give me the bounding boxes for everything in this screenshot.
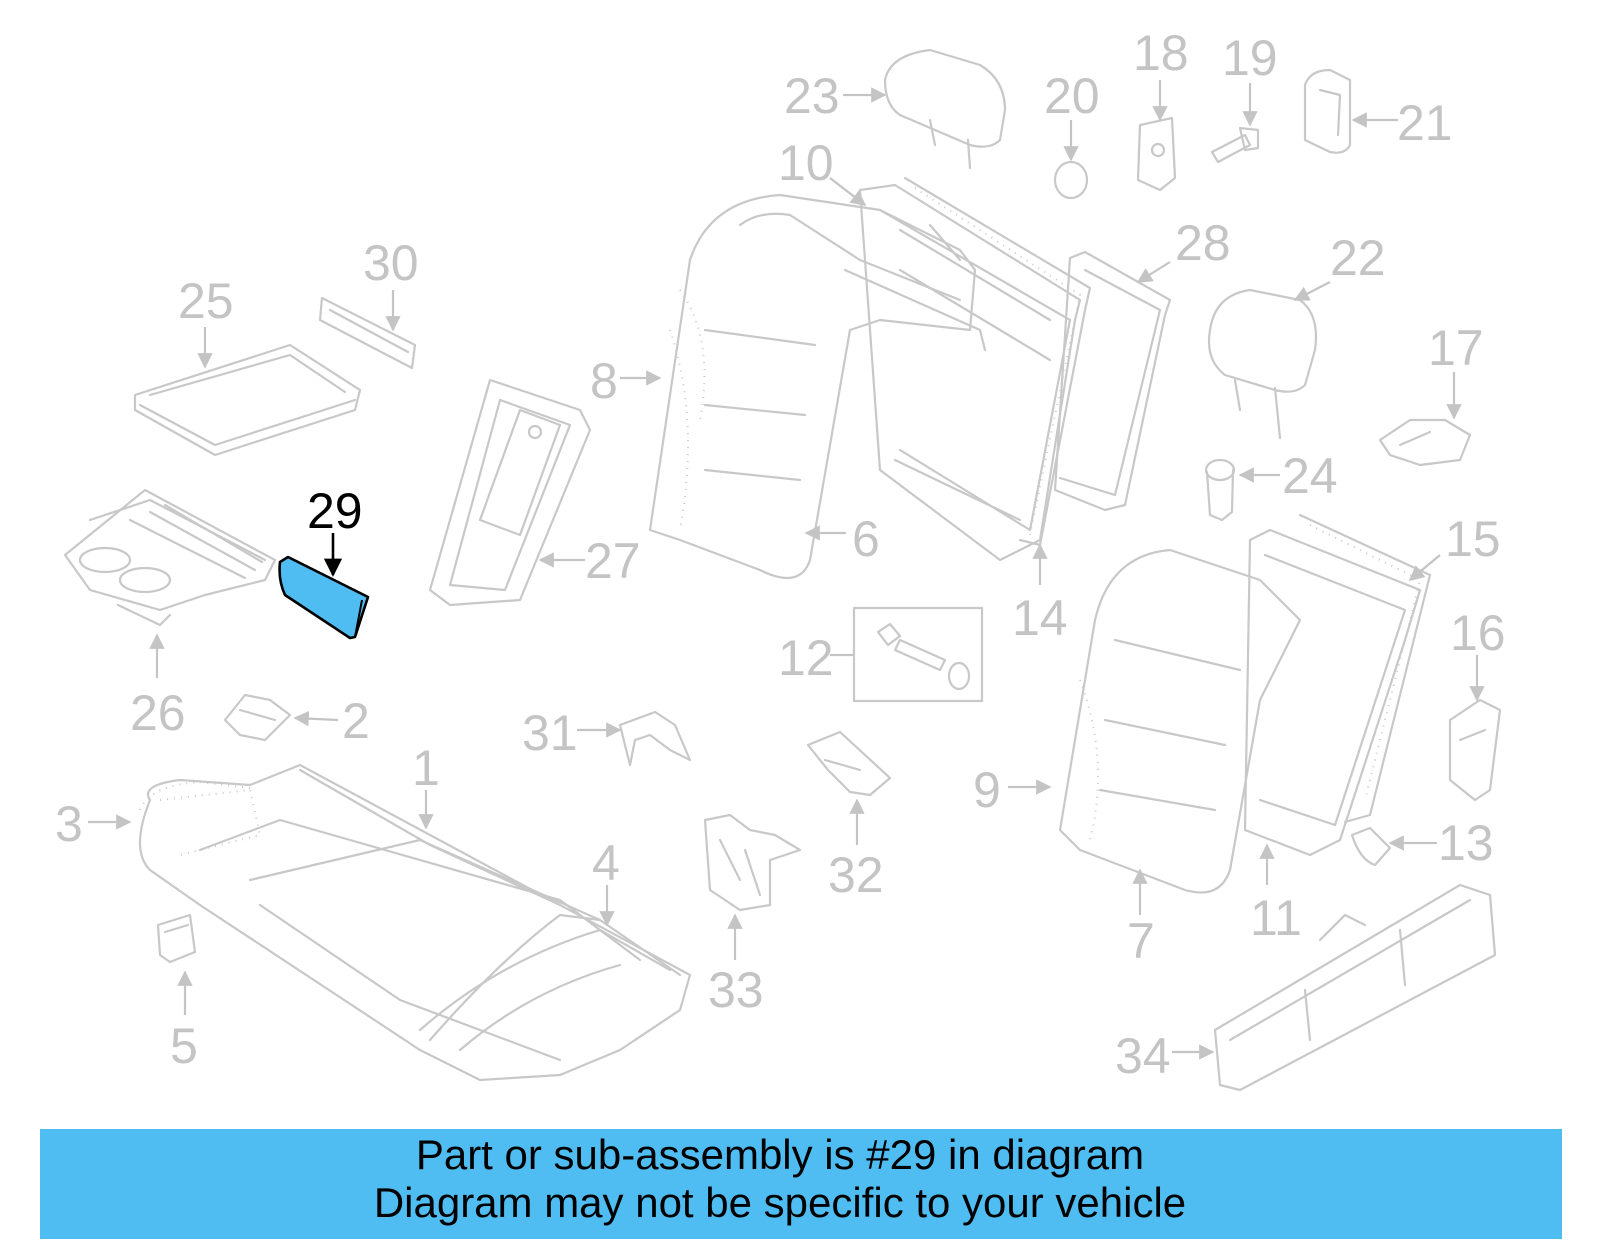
- callout-25: 25: [178, 273, 234, 329]
- cover-part-21: [1303, 68, 1352, 154]
- info-banner: Part or sub-assembly is #29 in diagram D…: [40, 1129, 1562, 1239]
- banner-disclaimer: Diagram may not be specific to your vehi…: [373, 1179, 1187, 1226]
- clip-part-31: [618, 710, 692, 767]
- callout-13: 13: [1438, 815, 1494, 871]
- callout-9: 9: [973, 762, 1001, 818]
- bracket-part-32: [806, 730, 892, 797]
- callout-27: 27: [585, 533, 641, 589]
- plate-part-18: [1136, 116, 1177, 192]
- callout-32: 32: [828, 847, 884, 903]
- ring-part-20: [1053, 160, 1089, 200]
- bracket-part-33: [703, 813, 802, 912]
- callout-18: 18: [1133, 25, 1189, 81]
- back-panel-part-28: [1053, 250, 1172, 512]
- bracket-part-17: [1378, 418, 1472, 467]
- callout-labels: 1 2 3 4 5 6 7 8 9 10 11 12 13 14 15 16 1…: [55, 25, 1506, 1084]
- callout-30: 30: [363, 235, 419, 291]
- callout-34: 34: [1115, 1028, 1171, 1084]
- callout-22: 22: [1330, 230, 1386, 286]
- seat-cushion-part: [139, 763, 692, 1082]
- callout-19: 19: [1222, 30, 1278, 86]
- leader-lines: [88, 80, 1485, 1060]
- clip-part-2: [223, 693, 292, 742]
- seatback-cover-part-8: [648, 193, 977, 580]
- callout-33: 33: [708, 962, 764, 1018]
- callout-24: 24: [1282, 448, 1338, 504]
- headrest-part-23: [883, 48, 1007, 170]
- ski-bag-part-34: [1213, 883, 1497, 1092]
- callout-29: 29: [307, 483, 363, 539]
- callout-6: 6: [852, 511, 880, 567]
- callout-11: 11: [1250, 890, 1302, 946]
- clip-part-13: [1350, 826, 1392, 867]
- strip-part-30: [318, 296, 417, 370]
- callout-28: 28: [1175, 215, 1231, 271]
- back-frame-part-27: [428, 378, 592, 607]
- back-pad-part-15: [1298, 513, 1432, 824]
- callout-16: 16: [1450, 605, 1506, 661]
- bracket-part-16: [1448, 698, 1502, 802]
- callout-8: 8: [590, 353, 618, 409]
- callout-17: 17: [1428, 320, 1484, 376]
- callout-12: 12: [778, 630, 834, 686]
- callout-23: 23: [784, 68, 840, 124]
- cushion-frame-part-4: [428, 913, 682, 1052]
- callout-4: 4: [592, 835, 620, 891]
- headrest-part-22: [1207, 288, 1318, 440]
- callout-10: 10: [778, 135, 834, 191]
- back-pad-part-14: [903, 176, 1092, 547]
- callout-3: 3: [55, 796, 83, 852]
- callout-26: 26: [130, 685, 186, 741]
- callout-7: 7: [1127, 913, 1155, 969]
- callout-21: 21: [1397, 95, 1453, 151]
- callout-1: 1: [412, 740, 440, 796]
- callout-14: 14: [1012, 590, 1068, 646]
- banner-part-message: Part or sub-assembly is #29 in diagram: [415, 1131, 1145, 1178]
- trim-panel-part-29: [278, 555, 370, 640]
- seatback-cover-part-9: [1058, 548, 1302, 894]
- knob-part-24: [1204, 458, 1236, 522]
- callout-5: 5: [170, 1018, 198, 1074]
- callout-15: 15: [1445, 511, 1501, 567]
- callout-20: 20: [1044, 68, 1100, 124]
- bracket-part-5: [156, 913, 197, 964]
- callout-2: 2: [342, 693, 370, 749]
- bolt-part-19: [1210, 126, 1260, 164]
- backrest-frame-part-10: [843, 183, 1082, 562]
- backrest-frame-part-11: [1243, 528, 1422, 857]
- armrest-lid-part: [133, 343, 362, 457]
- callout-31: 31: [522, 705, 578, 761]
- bolt-set-part-12: [852, 606, 984, 703]
- armrest-base-part: [63, 488, 277, 627]
